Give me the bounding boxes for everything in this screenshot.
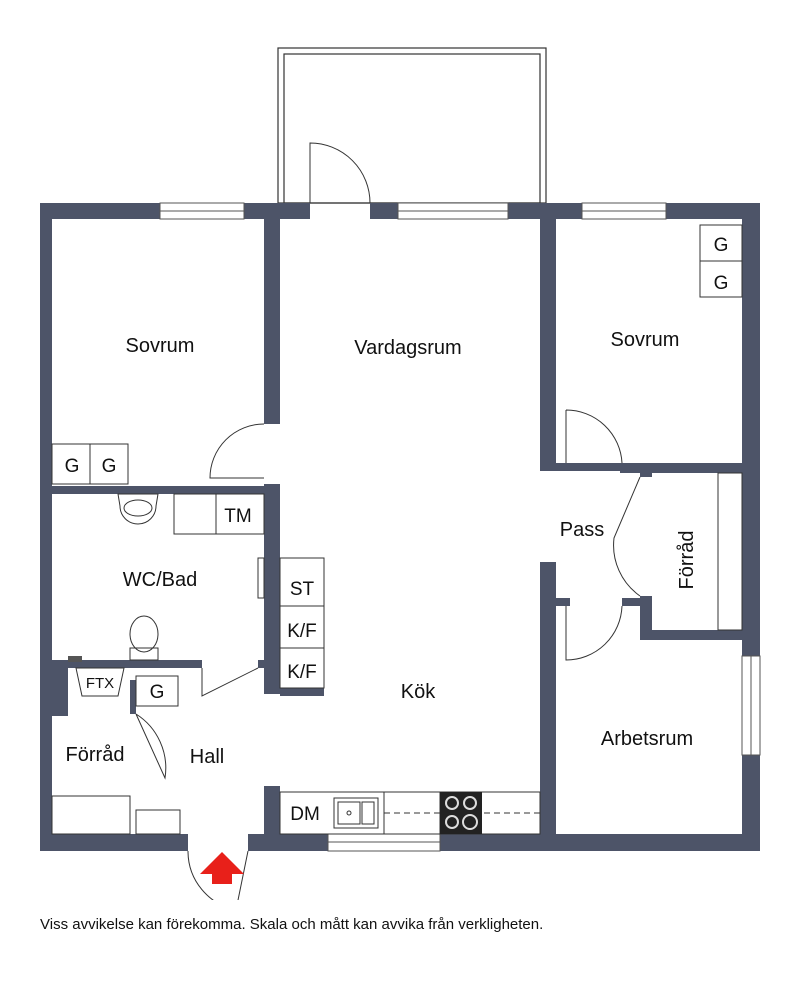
appliance-label-st: ST — [290, 579, 315, 600]
appliance-label-ftx: FTX — [86, 675, 114, 692]
valve-icon — [68, 656, 82, 662]
room-label-kok: Kök — [401, 681, 436, 703]
floor-plan: Sovrum Vardagsrum Sovrum WC/Bad Pass För… — [40, 47, 761, 900]
appliance-label-g: G — [102, 456, 117, 477]
room-label-forrad-right: Förråd — [676, 531, 698, 590]
room-label-forrad-left: Förråd — [66, 744, 125, 766]
room-label-vardagsrum: Vardagsrum — [354, 337, 461, 359]
balcony — [277, 47, 547, 204]
bathroom-sink-icon — [117, 493, 159, 525]
room-label-wc-bad: WC/Bad — [123, 569, 197, 591]
appliance-label-tm: TM — [224, 506, 251, 527]
kitchen-sink-icon — [333, 797, 379, 829]
doors — [135, 142, 641, 900]
fixtures — [51, 224, 743, 835]
room-label-sovrum-right: Sovrum — [611, 329, 680, 351]
room-label-hall: Hall — [190, 746, 224, 768]
outer-walls — [40, 203, 760, 851]
toilet-icon — [129, 615, 159, 661]
room-label-pass: Pass — [560, 519, 604, 541]
stove-icon — [440, 792, 482, 834]
appliance-label-kf: K/F — [287, 662, 317, 683]
appliance-label-dm: DM — [290, 804, 320, 825]
appliance-label-kf: K/F — [287, 621, 317, 642]
appliance-label-g: G — [65, 456, 80, 477]
room-label-arbetsrum: Arbetsrum — [601, 728, 693, 750]
interior-walls — [42, 219, 758, 851]
appliance-label-g: G — [714, 235, 729, 256]
disclaimer-text: Viss avvikelse kan förekomma. Skala och … — [40, 916, 544, 933]
appliance-label-g: G — [150, 682, 165, 703]
appliance-label-g: G — [714, 273, 729, 294]
room-label-sovrum-left: Sovrum — [126, 335, 195, 357]
windows — [159, 202, 761, 852]
entrance-arrow-icon — [200, 852, 244, 884]
